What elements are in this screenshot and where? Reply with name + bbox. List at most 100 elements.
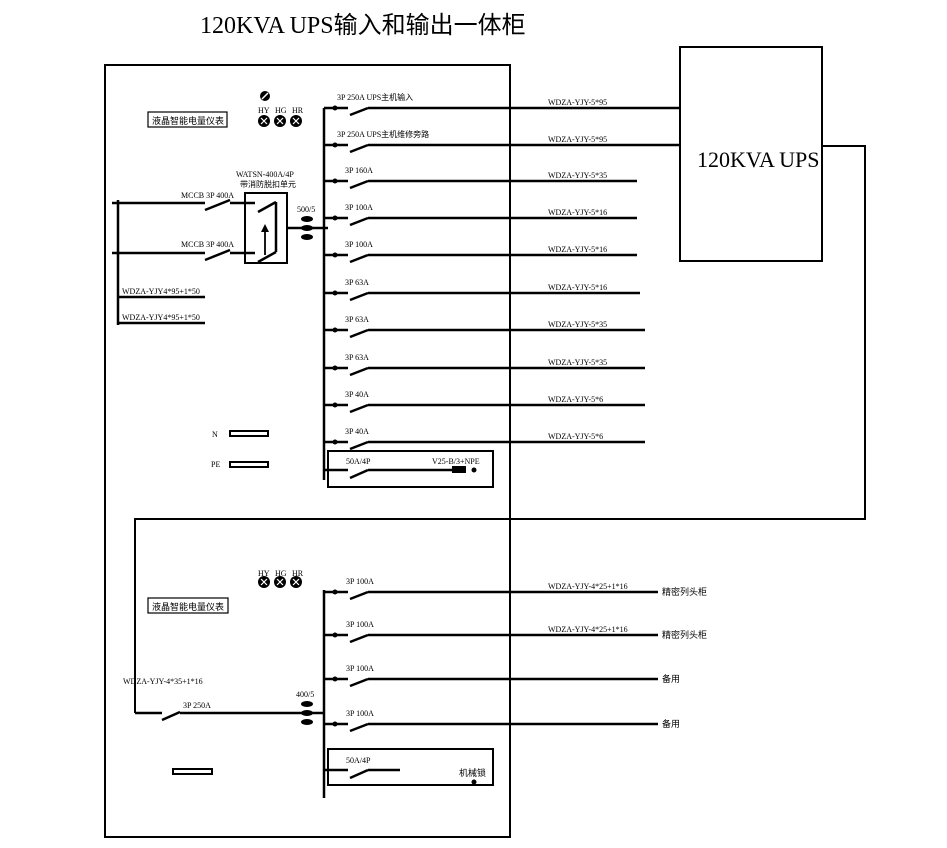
indicator-label-hy: HY — [258, 106, 270, 115]
feeder-cable-label: WDZA-YJY-5*6 — [548, 395, 603, 404]
feeder-cable-label: WDZA-YJY-4*25+1*16 — [548, 582, 628, 591]
breaker-switch-icon — [349, 291, 369, 302]
indicator-lamps-lower: HY HG HR — [258, 569, 304, 588]
lock-breaker: 50A/4P — [346, 756, 371, 765]
feeders-lower: 3P 100A WDZA-YJY-4*25+1*16 精密列头柜 3P 100A WDZ… — [324, 577, 707, 733]
breaker-switch-icon — [349, 633, 369, 644]
spd-breaker: 50A/4P — [346, 457, 371, 466]
feeder-cable-label: WDZA-YJY-5*16 — [548, 208, 607, 217]
breaker-switch-icon — [349, 677, 369, 688]
lock-point-icon — [471, 779, 477, 785]
feeder-breaker-label: 3P 40A — [345, 390, 369, 399]
feeder-cable-label: WDZA-YJY-5*35 — [548, 320, 607, 329]
feeder-breaker-label: 3P 63A — [345, 278, 369, 287]
arrow-up-icon — [261, 224, 269, 232]
indicator-label-hr: HR — [292, 569, 304, 578]
diagram-title: 120KVA UPS输入和输出一体柜 — [200, 12, 526, 39]
spd-model: V25-B/3+NPE — [432, 457, 480, 466]
incoming-cable-2: WDZA-YJY4*95+1*50 — [122, 313, 200, 322]
incoming-section-lower: WDZA-YJY-4*35+1*16 3P 250A — [123, 677, 324, 722]
breaker-switch-icon — [349, 106, 369, 117]
feeder-breaker-label: 3P 100A — [346, 664, 374, 673]
feeder-breaker-label: 3P 100A — [346, 577, 374, 586]
feeder-destination: 备用 — [662, 718, 680, 729]
feeder-breaker-label: 3P 63A — [345, 353, 369, 362]
breaker-switch-icon — [349, 440, 369, 451]
indicator-label-hg: HG — [275, 106, 287, 115]
feeder-cable-label: WDZA-YJY-4*25+1*16 — [548, 625, 628, 634]
lock-label: 机械锁 — [459, 767, 486, 778]
breaker-switch-icon — [349, 403, 369, 414]
breaker-switch-icon — [349, 143, 369, 154]
incoming-cable-lower: WDZA-YJY-4*35+1*16 — [123, 677, 203, 686]
meter-box-lower — [147, 597, 229, 614]
meter-label-upper: 液晶智能电量仪表 — [152, 115, 224, 126]
n-bar-label: N — [212, 430, 218, 439]
feeder-row: 3P 250A UPS主机输入 WDZA-YJY-5*95 — [324, 92, 680, 117]
feeder-cable-label: WDZA-YJY-5*35 — [548, 358, 607, 367]
feeder-cable-label: WDZA-YJY-5*95 — [548, 98, 607, 107]
lamp-icon — [274, 115, 286, 127]
breaker-switch-icon — [349, 216, 369, 227]
ups-output-wire — [134, 145, 866, 713]
feeder-row: 3P 100A 备用 — [324, 664, 680, 688]
feeder-cable-label: WDZA-YJY-5*95 — [548, 135, 607, 144]
feeder-destination: 精密列头柜 — [662, 586, 707, 597]
indicator-lamps-upper: HY HG HR — [258, 91, 304, 127]
pe-busbar-lower — [172, 768, 213, 775]
ats-model: WATSN-400A/4P — [236, 170, 294, 179]
current-transformer-lower: 400/5 — [296, 690, 314, 725]
feeder-row: 3P 63A WDZA-YJY-5*16 — [324, 278, 640, 302]
meter-label-lower: 液晶智能电量仪表 — [152, 601, 224, 612]
incoming-breaker-lower: 3P 250A — [183, 701, 211, 710]
breaker-switch-icon — [349, 722, 369, 733]
pe-busbar — [229, 461, 269, 468]
current-transformer-upper: 500/5 — [297, 205, 315, 240]
meter-box-upper — [147, 111, 228, 128]
feeder-breaker-label: 3P 100A — [345, 240, 373, 249]
ct-ratio-lower: 400/5 — [296, 690, 314, 699]
breaker-switch-icon — [204, 198, 231, 212]
ats-unit: WATSN-400A/4P 带消防脱扣单元 — [236, 170, 328, 264]
feeder-breaker-label: 3P 63A — [345, 315, 369, 324]
feeder-breaker-label: 3P 250A UPS主机维修旁路 — [337, 129, 429, 139]
indicator-label-hr: HR — [292, 106, 304, 115]
feeder-row: 3P 40A WDZA-YJY-5*6 — [324, 390, 645, 414]
indicator-label-hg: HG — [275, 569, 287, 578]
feeder-breaker-label: 3P 160A — [345, 166, 373, 175]
feeder-cable-label: WDZA-YJY-5*35 — [548, 171, 607, 180]
breaker-switch-icon — [349, 366, 369, 377]
breaker-switch-icon — [349, 590, 369, 601]
feeder-row: 3P 100A WDZA-YJY-4*25+1*16 精密列头柜 — [324, 620, 707, 644]
lamp-icon — [258, 115, 270, 127]
ct-ratio-upper: 500/5 — [297, 205, 315, 214]
feeder-destination: 备用 — [662, 673, 680, 684]
ups-label: 120KVA UPS — [697, 147, 819, 172]
feeder-destination: 精密列头柜 — [662, 629, 707, 640]
mechanical-lock-unit: 50A/4P 机械锁 — [324, 748, 494, 786]
spd-unit: 50A/4P V25-B/3+NPE — [324, 450, 494, 488]
incoming-cable-1: WDZA-YJY4*95+1*50 — [122, 287, 200, 296]
feeder-breaker-label: 3P 100A — [346, 620, 374, 629]
pe-bar-label: PE — [211, 460, 220, 469]
incoming-breaker-1: MCCB 3P 400A — [181, 191, 234, 200]
lamp-icon — [290, 576, 302, 588]
ups-unit-box — [679, 46, 823, 262]
n-busbar — [229, 430, 269, 437]
feeder-breaker-label: 3P 100A — [345, 203, 373, 212]
feeder-row: 3P 250A UPS主机维修旁路 WDZA-YJY-5*95 — [324, 129, 680, 154]
breaker-switch-icon — [349, 328, 369, 339]
lamp-icon — [258, 576, 270, 588]
cabinet-outline — [104, 64, 511, 838]
breaker-switch-icon — [161, 710, 181, 722]
lamp-icon — [274, 576, 286, 588]
feeder-cable-label: WDZA-YJY-5*16 — [548, 283, 607, 292]
incoming-section-upper: MCCB 3P 400A MCCB 3P 400A WDZA-YJY4*95+1… — [112, 191, 255, 325]
breaker-switch-icon — [204, 248, 231, 262]
feeder-breaker-label: 3P 250A UPS主机输入 — [337, 92, 413, 102]
feeder-row: 3P 100A WDZA-YJY-5*16 — [324, 203, 637, 227]
